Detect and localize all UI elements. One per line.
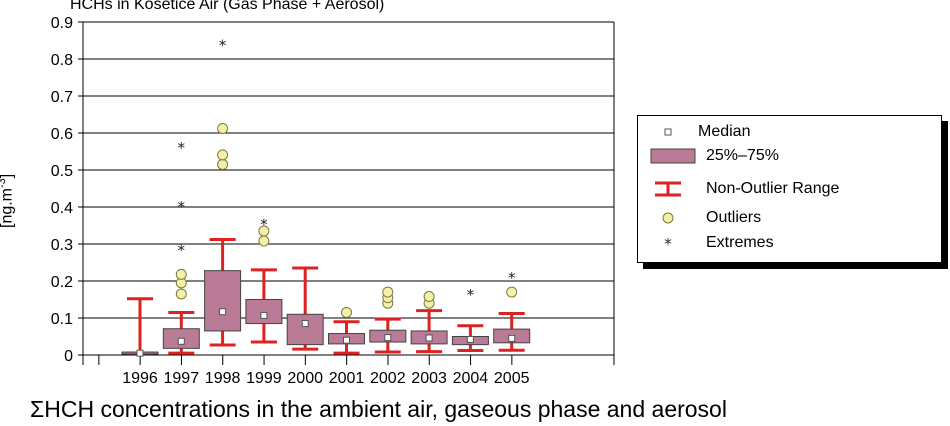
y-tick-label: 0.9 [51, 15, 73, 32]
extreme-point: * [178, 198, 186, 216]
box-symbol-icon [650, 148, 696, 164]
x-tick-label: 2003 [411, 370, 447, 387]
figure-caption: ΣHCH concentrations in the ambient air, … [30, 396, 727, 422]
box-group-1996 [121, 297, 159, 357]
median-marker [177, 337, 185, 345]
range-symbol-icon [655, 181, 681, 197]
x-tick-label: 1996 [122, 370, 158, 387]
y-tick-label: 0.2 [51, 274, 73, 291]
x-tick-label: 2000 [287, 370, 323, 387]
y-tick-label: 0.1 [51, 311, 73, 328]
grid-lines [83, 21, 614, 356]
legend: Median 25%–75% Non-Outlier Range Outlier… [637, 115, 942, 263]
boxes: * * * * * * * [121, 36, 531, 357]
extreme-point: * [219, 36, 227, 54]
y-tick-label: 0.4 [51, 200, 73, 217]
axes: 0 0.1 0.2 0.3 0.4 0.5 0.6 0.7 0.8 0.9 1996 1997 1998… [51, 15, 615, 387]
box-group-2003 [410, 291, 448, 354]
outlier-point [175, 268, 187, 280]
extreme-point: * [178, 241, 186, 259]
y-axis-label-close: ] [0, 173, 16, 179]
x-tick-label: 1999 [246, 370, 282, 387]
median-symbol-icon [664, 128, 672, 136]
iqr-box [245, 299, 283, 325]
y-tick-label: 0.8 [51, 52, 73, 69]
outlier-point [258, 235, 270, 247]
x-tick-label: 2002 [370, 370, 406, 387]
box-group-2000 [286, 266, 324, 351]
outlier-point [217, 158, 229, 170]
x-tick-label: 1997 [164, 370, 200, 387]
svg-text:*: * [664, 235, 672, 253]
x-tick-label: 2004 [453, 370, 489, 387]
median-marker [301, 320, 309, 328]
extreme-point: * [467, 286, 475, 304]
median-marker [136, 349, 144, 357]
legend-label-extremes: Extremes [706, 234, 774, 251]
x-tick-label: 1998 [205, 370, 241, 387]
extreme-point: * [260, 216, 268, 234]
median-marker [466, 335, 474, 343]
y-axis-label-main: [ng.m [0, 187, 16, 228]
y-tick-label: 0.7 [51, 89, 73, 106]
median-marker [508, 334, 516, 342]
median-marker [384, 334, 392, 342]
y-axis-label: [ng.m-3] [0, 174, 16, 228]
legend-label-outliers: Outliers [706, 209, 762, 226]
box-group-1997: * * * [162, 139, 200, 355]
y-axis-label-exponent: -3 [0, 178, 8, 188]
y-tick-label: 0.3 [51, 237, 73, 254]
median-marker [260, 311, 268, 319]
legend-label-range: Non-Outlier Range [706, 180, 840, 197]
outlier-point [217, 123, 229, 135]
median-marker [219, 308, 227, 316]
box-group-2002 [369, 286, 407, 354]
outlier-point [217, 149, 229, 161]
outlier-point [175, 288, 187, 300]
y-tick-label: 0.6 [51, 126, 73, 143]
y-tick-label: 0 [64, 348, 73, 365]
outlier-point [506, 286, 518, 298]
outlier-symbol-icon [662, 212, 674, 224]
extreme-symbol-icon: * [664, 235, 672, 253]
extreme-point: * [178, 139, 186, 157]
iqr-box [286, 313, 324, 346]
x-tick-label: 2005 [494, 370, 530, 387]
box-group-2005: * [493, 269, 531, 352]
median-marker [425, 334, 433, 342]
extreme-point: * [508, 269, 516, 287]
legend-label-median: Median [698, 123, 751, 140]
chart-title: HCHs in Kosetice Air (Gas Phase + Aeroso… [70, 0, 385, 13]
box-group-1999: * [245, 216, 283, 344]
legend-label-box: 25%–75% [706, 147, 779, 164]
x-tick-label: 2001 [329, 370, 365, 387]
outlier-point [341, 306, 352, 318]
box-group-2001 [328, 306, 365, 355]
box-group-1998: * [204, 36, 242, 347]
outlier-point [258, 225, 270, 237]
y-tick-label: 0.5 [51, 163, 73, 180]
outlier-point [423, 291, 435, 303]
box-group-2004: * [451, 286, 489, 353]
iqr-box [204, 270, 242, 332]
median-marker [343, 336, 350, 344]
outlier-point [382, 286, 394, 298]
